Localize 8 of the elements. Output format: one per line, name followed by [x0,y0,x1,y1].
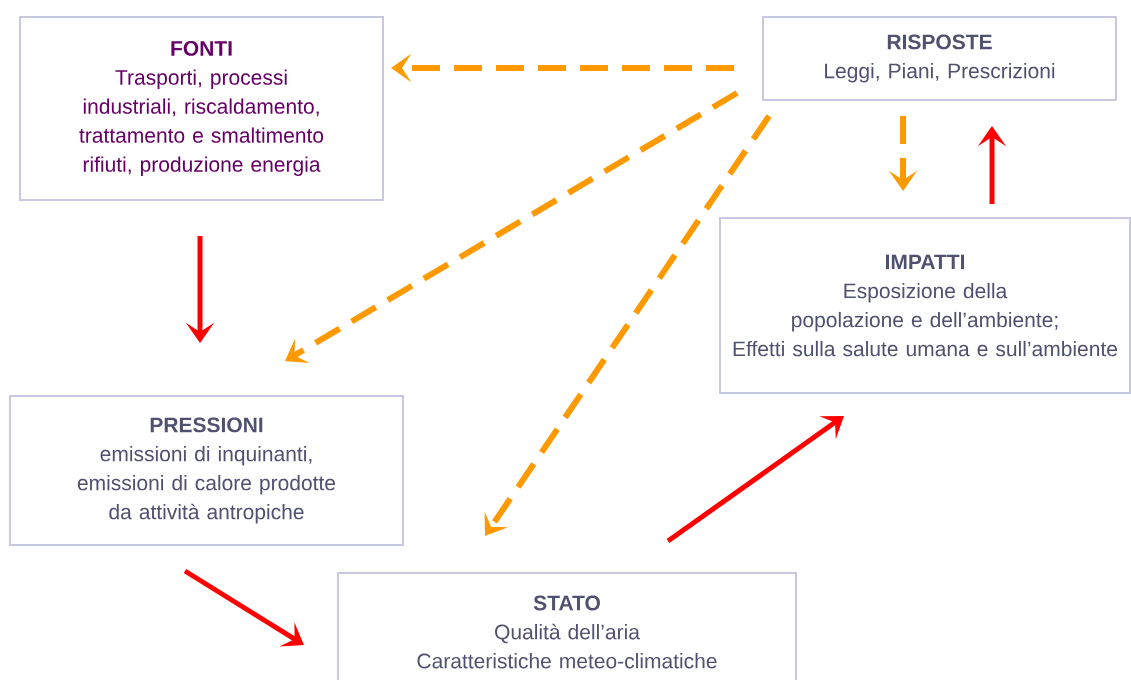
arrow [484,114,772,536]
arrow [666,416,844,544]
arrow [285,90,739,363]
process-box: IMPATTI Esposizione della popolazione e dell’ambiente; Effetti sulla salute umana e sull’ambiente [719,217,1131,394]
process-box: PRESSIONI emissioni di inquinanti, emissioni di calore prodotte da attività antropiche [9,395,404,546]
process-box: RISPOSTE Leggi, Piani, Prescrizioni [762,16,1117,101]
process-box: FONTI Trasporti, processi industriali, riscaldamento, trattamento e smaltimento rifiuti, produzione energia [19,16,384,201]
process-box: STATO Qualità dell’aria Caratteristiche meteo-climatiche [337,572,797,680]
